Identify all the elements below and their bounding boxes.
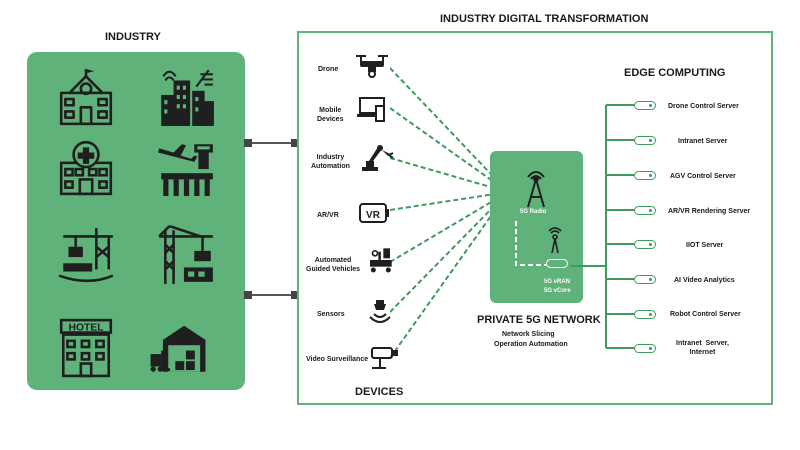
private-5g-title: PRIVATE 5G NETWORK	[477, 314, 601, 326]
edge-tree-lines	[570, 104, 634, 349]
radio-core-link	[515, 221, 546, 266]
device-label-mobile: Mobile Devices	[317, 107, 344, 123]
airport-icon	[158, 144, 213, 196]
device-label-surveillance: Video Surveillance	[306, 356, 369, 363]
warehouse-forklift-icon	[150, 325, 206, 372]
agv-icon	[370, 248, 392, 273]
server-label-agv-control: AGV Control Server	[670, 173, 736, 180]
server-icon	[634, 206, 656, 215]
device-links	[390, 67, 509, 359]
server-label-intranet: Intranet Server	[678, 138, 728, 145]
server-label-robot-control: Robot Control Server	[670, 311, 741, 318]
digital-transformation-frame	[297, 31, 773, 405]
server-icon	[634, 136, 656, 145]
device-label-automation: Industry Automation	[311, 154, 350, 170]
server-icon	[634, 275, 656, 284]
devices-title: DEVICES	[355, 386, 404, 398]
server-label-arvr-rendering: AR/VR Rendering Server	[668, 208, 751, 215]
vcore-server-icon	[546, 259, 568, 268]
vcore-signal-icon	[548, 227, 562, 254]
server-icon	[634, 240, 656, 249]
laptop-phone-icon	[357, 97, 385, 122]
server-icon	[634, 101, 656, 110]
sensor-icon	[369, 300, 391, 323]
robot-arm-icon	[362, 145, 394, 171]
port-crane-icon	[58, 228, 114, 283]
device-label-arvr: AR/VR	[317, 212, 339, 219]
server-label-iiot: IIOT Server	[686, 242, 724, 249]
industry-panel: HOTEL	[27, 52, 245, 390]
edge-computing-title: EDGE COMPUTING	[624, 67, 726, 79]
vr-headset-icon: VR	[359, 203, 389, 223]
device-label-drone: Drone	[318, 66, 339, 73]
server-icon	[634, 344, 656, 353]
operation-automation-label: Operation Automation	[494, 341, 568, 348]
server-label-intranet-internet: Intranet Server, Internet	[676, 340, 729, 356]
radio-label: 5G Radio	[520, 209, 547, 215]
hotel-icon: HOTEL	[59, 318, 113, 378]
server-label-drone-control: Drone Control Server	[668, 103, 739, 110]
svg-text:HOTEL: HOTEL	[69, 322, 104, 333]
camera-icon	[371, 347, 398, 369]
industry-connectors	[244, 139, 299, 299]
hospital-icon	[59, 140, 113, 196]
radio-tower-icon	[527, 171, 545, 208]
vran-label: 5G vRAN	[544, 279, 571, 285]
transformation-title: INDUSTRY DIGITAL TRANSFORMATION	[440, 13, 649, 25]
device-label-sensors: Sensors	[317, 311, 345, 318]
drone-icon	[356, 55, 388, 78]
device-label-agv: Automated Guided Vehicles	[306, 257, 361, 273]
svg-text:VR: VR	[366, 210, 381, 221]
city-buildings-icon	[161, 69, 214, 126]
server-label-ai-video: AI Video Analytics	[674, 277, 735, 284]
server-icon	[634, 171, 656, 180]
construction-crane-icon	[158, 224, 213, 284]
private-5g-box: 5G Radio 5G vRAN 5G vCore	[490, 151, 583, 303]
industry-title: INDUSTRY	[105, 31, 161, 43]
server-icon	[634, 310, 656, 319]
vcore-label: 5G vCore	[544, 288, 571, 294]
school-icon	[59, 69, 113, 126]
network-slicing-label: Network Slicing	[502, 331, 555, 338]
